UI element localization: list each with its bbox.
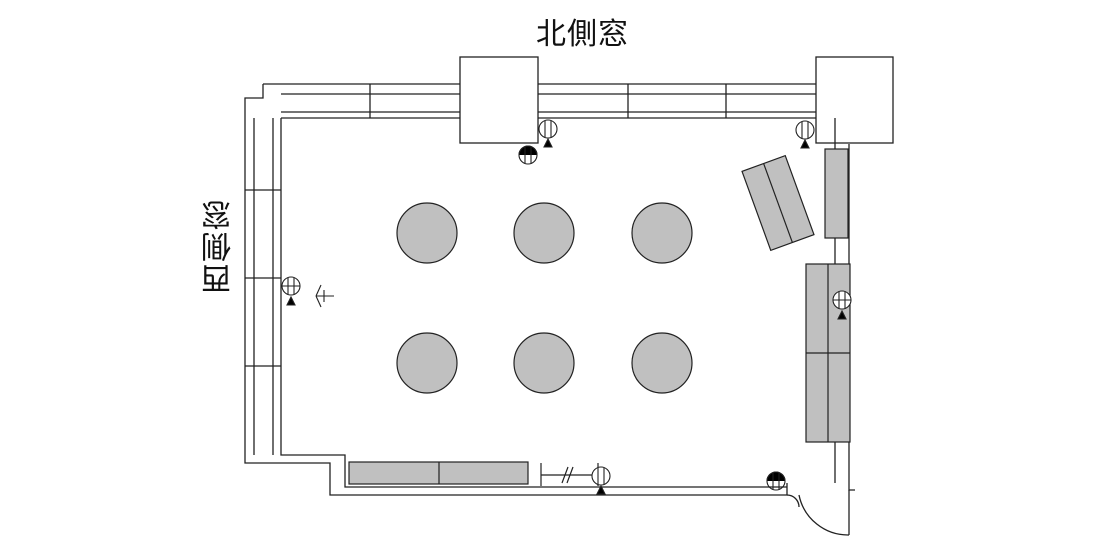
outlet-icon bbox=[281, 276, 301, 306]
desk-south bbox=[348, 461, 529, 485]
pillar-north bbox=[459, 56, 539, 144]
round-table bbox=[396, 332, 458, 394]
round-table bbox=[631, 202, 693, 264]
inner-wall bbox=[280, 118, 787, 488]
outlet-icon bbox=[766, 471, 786, 491]
sensor-icon bbox=[800, 138, 810, 149]
sensor-icon bbox=[286, 295, 296, 306]
sensor-icon bbox=[596, 484, 606, 495]
outlet-icon bbox=[832, 290, 852, 320]
north-window-label: 北側窓 bbox=[536, 17, 629, 52]
round-table bbox=[396, 202, 458, 264]
round-table bbox=[513, 332, 575, 394]
round-table bbox=[631, 332, 693, 394]
outlet-icon bbox=[795, 120, 815, 149]
rack bbox=[540, 463, 599, 486]
side-cabinet bbox=[824, 148, 849, 239]
door-swing-icon bbox=[798, 494, 850, 536]
sensor-icon bbox=[543, 137, 553, 148]
sensor-icon bbox=[837, 309, 847, 320]
pillar-northeast bbox=[815, 56, 894, 144]
sofa-angled bbox=[741, 154, 815, 252]
outlet-icon bbox=[538, 119, 558, 148]
outlet-icon bbox=[591, 466, 611, 495]
outlet-icon bbox=[518, 145, 538, 165]
ceiling-fan-icon bbox=[315, 284, 334, 308]
round-table bbox=[513, 202, 575, 264]
outer-wall bbox=[244, 84, 788, 496]
